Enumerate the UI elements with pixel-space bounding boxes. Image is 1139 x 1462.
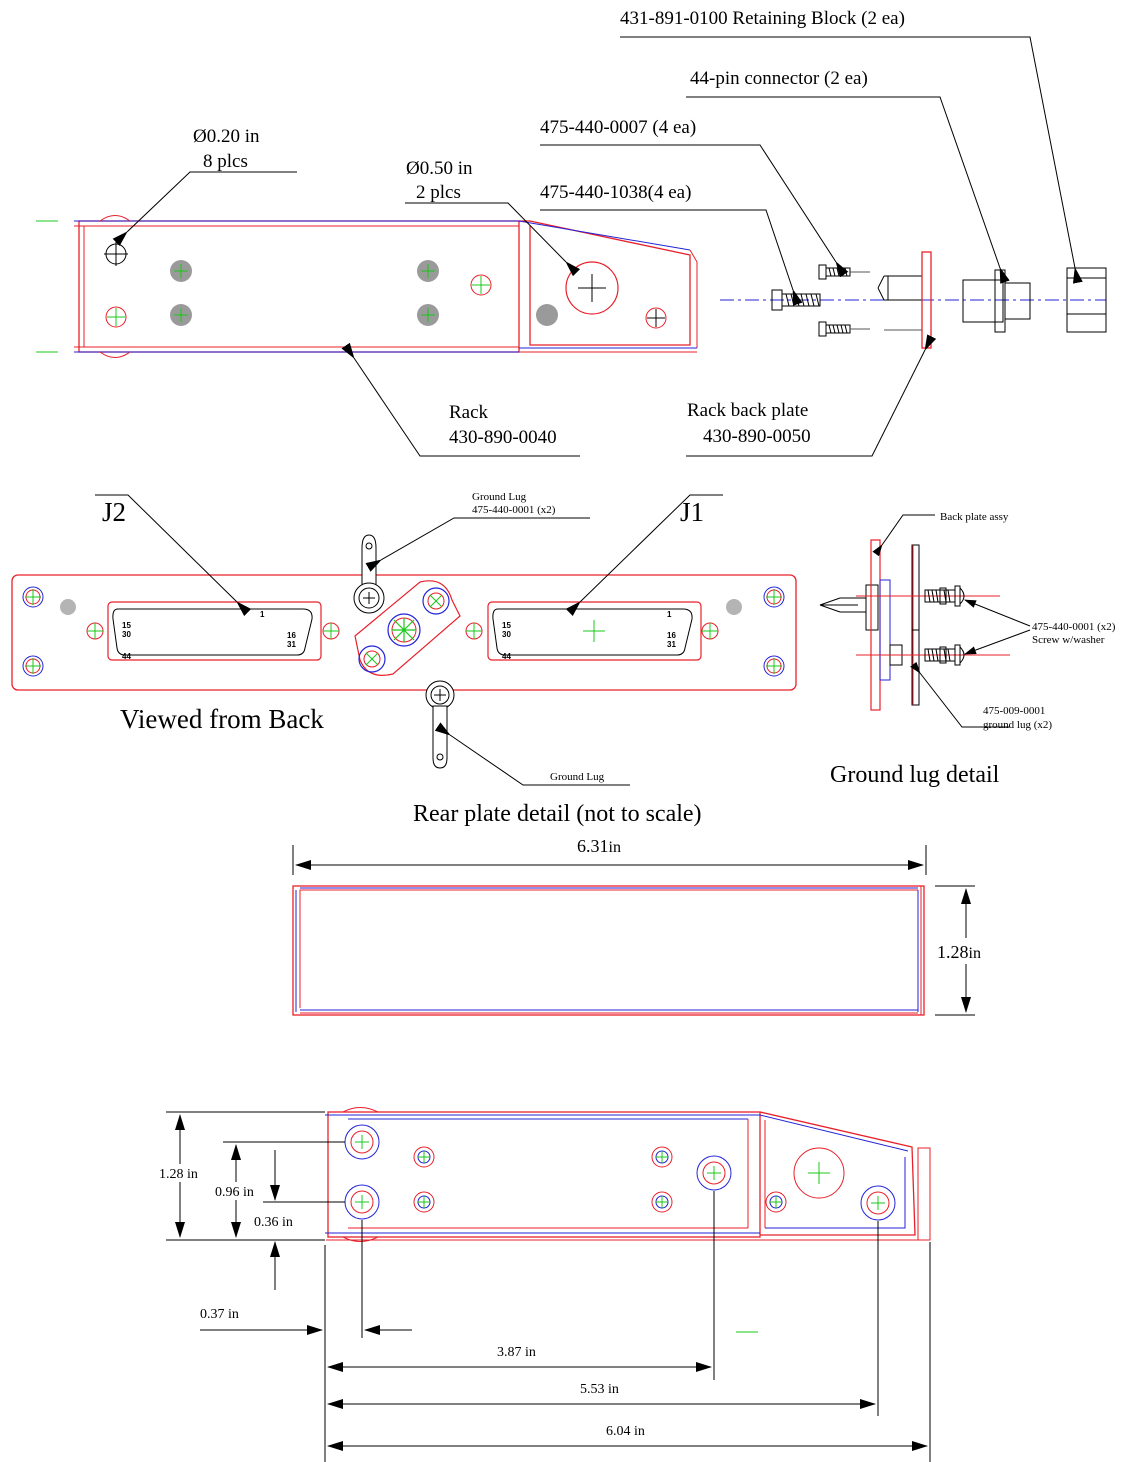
hole-large — [565, 261, 619, 315]
caption-rear-plate: Rear plate detail (not to scale) — [413, 801, 702, 827]
connector-j2 — [107, 601, 322, 661]
callout-hole-small-dia: Ø0.20 in — [193, 126, 260, 147]
pin-label: 44 — [502, 652, 511, 661]
callout-screw-0007: 475-440-0007 (4 ea) — [540, 117, 696, 138]
center-ground-plate — [354, 580, 461, 676]
connector-44pin — [962, 269, 1031, 333]
top-view: 6.31in 1.28in — [292, 836, 988, 1016]
side-view: 1.28 in 0.96 in 0.36 in 0.37 in 3.87 in … — [158, 1107, 931, 1462]
callout-screw-1038: 475-440-1038(4 ea) — [540, 182, 691, 203]
rack-body — [74, 215, 698, 358]
exploded-view: 431-891-0100 Retaining Block (2 ea) 44-p… — [36, 8, 1107, 457]
callout-back-plate-name: Rack back plate — [687, 400, 808, 421]
filled-hole — [536, 304, 558, 326]
callout-hole-large-count: 2 plcs — [416, 182, 461, 203]
rear-plate-outline — [11, 574, 797, 691]
rack-holes — [104, 242, 667, 329]
dim-height: 1.28in — [937, 942, 981, 962]
top-view-outline — [292, 885, 925, 1016]
pin-label: 30 — [122, 630, 131, 639]
pin-label: 15 — [122, 621, 131, 630]
dim-037: 0.37 in — [200, 1307, 239, 1322]
pin-label: 44 — [122, 652, 131, 661]
ground-lug-top — [353, 534, 385, 614]
pin-label: 16 — [667, 631, 676, 640]
callout-rack-name: Rack — [449, 402, 489, 423]
hole-small — [645, 307, 667, 329]
callout-retaining-block: 431-891-0100 Retaining Block (2 ea) — [620, 8, 905, 29]
dim-036: 0.36 in — [254, 1215, 293, 1230]
label-ground-lug-top: Ground Lug — [472, 491, 527, 503]
screw-0007-bottom — [818, 321, 870, 337]
retaining-block — [1066, 267, 1107, 333]
pin-label: 31 — [287, 640, 296, 649]
callout-connector: 44-pin connector (2 ea) — [690, 68, 868, 89]
dim-387: 3.87 in — [497, 1345, 536, 1360]
callout-hole-large-dia: Ø0.50 in — [406, 158, 473, 179]
dim-096: 0.96 in — [215, 1185, 254, 1200]
dim-128: 1.28 in — [159, 1167, 198, 1182]
label-screw-part: 475-440-0001 (x2) — [1032, 621, 1116, 633]
label-viewed-from-back: Viewed from Back — [120, 704, 324, 734]
label-lug-part: 475-009-0001 — [983, 705, 1045, 717]
screw-0007-top — [818, 264, 870, 280]
callout-hole-small-count: 8 plcs — [203, 151, 248, 172]
pin-label: 1 — [260, 610, 265, 619]
caption-ground-lug-detail: Ground lug detail — [830, 762, 1000, 788]
label-ground-lug-top-part: 475-440-0001 (x2) — [472, 504, 556, 516]
hole-small — [105, 306, 127, 328]
label-j1: J1 — [680, 497, 704, 527]
rear-plate-view: 1 15 30 16 31 44 1 15 30 16 31 44 — [11, 491, 797, 827]
connector-j1 — [487, 601, 702, 661]
label-ground-lug-bottom: Ground Lug — [550, 771, 605, 783]
pin-label: 30 — [502, 630, 511, 639]
pin-label: 31 — [667, 640, 676, 649]
label-screw-desc: Screw w/washer — [1032, 634, 1105, 646]
label-j2: J2 — [102, 497, 126, 527]
side-view-body — [327, 1111, 761, 1238]
pin-label: 15 — [502, 621, 511, 630]
dim-width: 6.31in — [577, 836, 621, 856]
dim-553: 5.53 in — [580, 1382, 619, 1397]
pin-label: 16 — [287, 631, 296, 640]
label-lug-desc: ground lug (x2) — [983, 719, 1052, 731]
hole-small — [104, 242, 128, 266]
dim-604: 6.04 in — [606, 1424, 645, 1439]
detail-screw-top — [924, 585, 965, 607]
ground-lug-bottom — [425, 680, 455, 769]
callout-back-plate-part: 430-890-0050 — [703, 426, 811, 447]
ground-lug-detail: Back plate assy 475-440-0001 (x2) Screw … — [819, 511, 1116, 788]
label-back-plate-assy: Back plate assy — [940, 511, 1009, 523]
pin-label: 1 — [667, 610, 672, 619]
callout-rack-part: 430-890-0040 — [449, 427, 557, 448]
hole-small — [470, 274, 492, 296]
detail-screw-bottom — [924, 644, 965, 666]
